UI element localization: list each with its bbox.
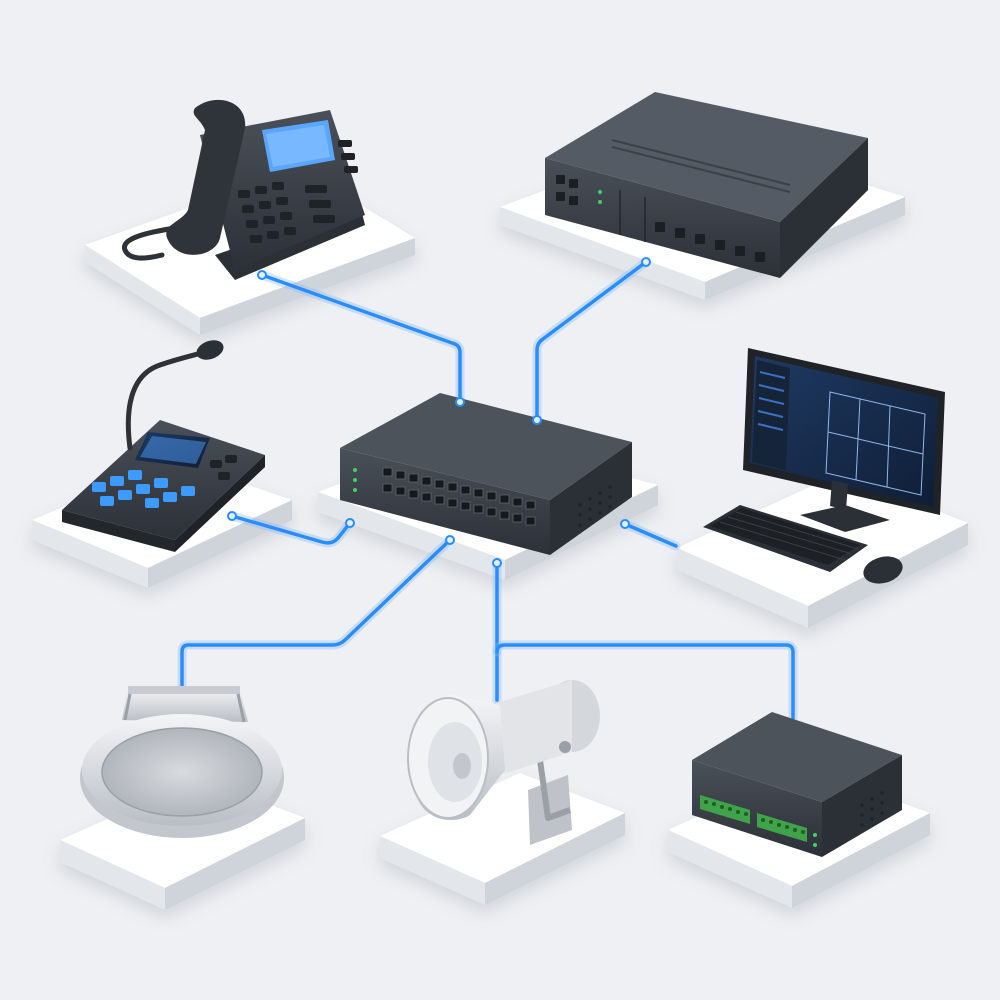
network-switch[interactable] bbox=[340, 393, 632, 555]
rack-server[interactable] bbox=[545, 92, 868, 278]
port-dot-switch-bottom bbox=[492, 558, 502, 568]
link-switch-io-controller bbox=[492, 640, 798, 723]
link-switch-phone bbox=[257, 270, 465, 407]
port-dot-switch-top-left bbox=[455, 397, 465, 407]
switch-ports bbox=[382, 467, 536, 526]
link-switch-microphone bbox=[227, 511, 355, 548]
io-controller[interactable] bbox=[692, 712, 902, 857]
connection-points bbox=[227, 257, 651, 568]
links bbox=[177, 257, 798, 723]
terminal-block-left bbox=[700, 795, 750, 824]
ip-desk-phone[interactable] bbox=[122, 99, 365, 280]
port-dot-switch-bottom-left bbox=[445, 535, 455, 545]
port-dot-microphone bbox=[227, 511, 237, 521]
paging-microphone[interactable] bbox=[62, 337, 265, 552]
link-switch-server bbox=[532, 257, 651, 425]
mouse-icon bbox=[863, 556, 903, 584]
terminal-block-right bbox=[757, 813, 807, 842]
ceiling-speaker-icon bbox=[80, 686, 284, 838]
management-workstation[interactable] bbox=[703, 348, 945, 588]
keyboard-icon bbox=[703, 505, 868, 572]
port-dot-server bbox=[641, 257, 651, 267]
link-switch-workstation bbox=[620, 519, 681, 551]
paging-microphone-icon bbox=[62, 340, 265, 552]
port-dot-switch-left bbox=[345, 518, 355, 528]
port-dot-switch-top-right bbox=[532, 415, 542, 425]
link-switch-ceiling-speaker bbox=[177, 535, 455, 693]
horn-speaker-icon bbox=[407, 680, 600, 845]
ceiling-speaker[interactable] bbox=[80, 686, 284, 838]
horn-speaker[interactable] bbox=[407, 680, 600, 845]
port-dot-phone bbox=[257, 270, 267, 280]
workstation-monitor-icon bbox=[703, 348, 945, 584]
desk-phone-icon bbox=[122, 99, 365, 280]
rack-server-icon bbox=[545, 92, 868, 278]
network-switch-icon bbox=[340, 393, 632, 555]
port-dot-switch-right bbox=[620, 519, 630, 529]
io-controller-icon bbox=[692, 712, 902, 857]
speaker-grille bbox=[102, 728, 262, 816]
